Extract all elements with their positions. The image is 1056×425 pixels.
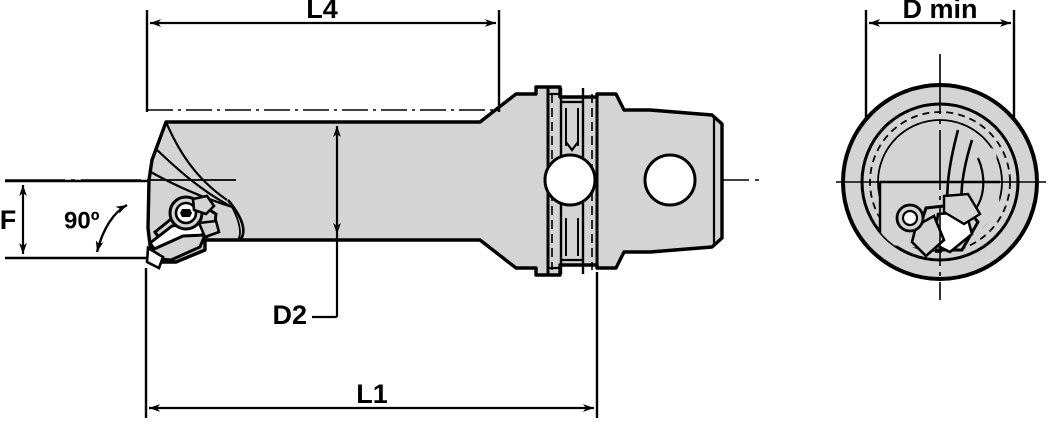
flange-vee-notch bbox=[565, 141, 579, 152]
coupling-through-hole bbox=[543, 153, 597, 207]
head-flank-curve bbox=[227, 199, 245, 241]
f-label: F bbox=[0, 205, 16, 235]
dimension-f: F bbox=[0, 179, 148, 260]
dimension-l4: L4 bbox=[145, 0, 501, 112]
end-view bbox=[836, 54, 1046, 300]
clamp-screw-torx-icon bbox=[180, 209, 192, 217]
dimension-d2: D2 bbox=[272, 126, 341, 330]
head-chamfer-line-1 bbox=[164, 121, 228, 201]
angle-label: 90º bbox=[64, 207, 100, 234]
dmin-label: D min bbox=[902, 0, 977, 24]
head-chamfer-line-2 bbox=[154, 147, 231, 207]
insert-shim bbox=[197, 219, 221, 239]
coupling-shoulder-bottom bbox=[479, 238, 517, 270]
side-view bbox=[5, 85, 760, 277]
l4-label: L4 bbox=[306, 0, 338, 24]
dimension-l1: L1 bbox=[144, 268, 599, 418]
tool-body-profile bbox=[146, 85, 724, 277]
d2-label: D2 bbox=[272, 300, 307, 330]
head-chamfer-line-3 bbox=[148, 170, 233, 209]
end-view-tool-geometry bbox=[878, 129, 1000, 258]
insert-clamp-arm bbox=[191, 194, 216, 216]
dimension-dmin: D min bbox=[864, 0, 1016, 120]
angle-arc-leader bbox=[95, 203, 128, 253]
end-view-relief-curve bbox=[974, 157, 985, 211]
head-relief-curve bbox=[231, 206, 241, 241]
end-view-clamp-screw-ring bbox=[901, 209, 919, 227]
end-view-clamp-arm bbox=[942, 192, 982, 226]
dimension-angle: 90º bbox=[64, 203, 128, 253]
l1-label: L1 bbox=[356, 379, 388, 409]
shank-through-hole bbox=[643, 153, 697, 207]
cutting-insert-assembly bbox=[145, 194, 221, 270]
